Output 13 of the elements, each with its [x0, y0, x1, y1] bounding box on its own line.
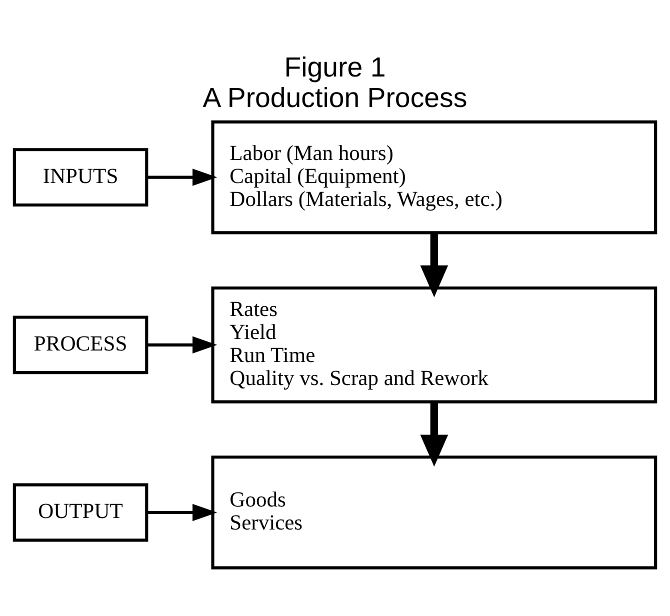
node-box: Labor (Man hours) Capital (Equipment) Dollars (Materials, Wages, etc.)	[211, 120, 658, 234]
arrow	[146, 168, 218, 186]
diagram-title: Figure 1	[284, 51, 386, 82]
node-box: INPUTS	[12, 148, 148, 207]
node-box: PROCESS	[12, 316, 148, 374]
caption: A Production Process	[202, 82, 468, 114]
node-box: Goods Services	[211, 456, 658, 570]
arrow	[420, 402, 448, 467]
arrow	[420, 232, 448, 298]
node-box: OUTPUT	[12, 483, 148, 542]
arrow	[146, 504, 218, 522]
arrow	[146, 336, 218, 354]
node-box: Rates Yield Run Time Quality vs. Scrap and Rework	[211, 286, 658, 404]
